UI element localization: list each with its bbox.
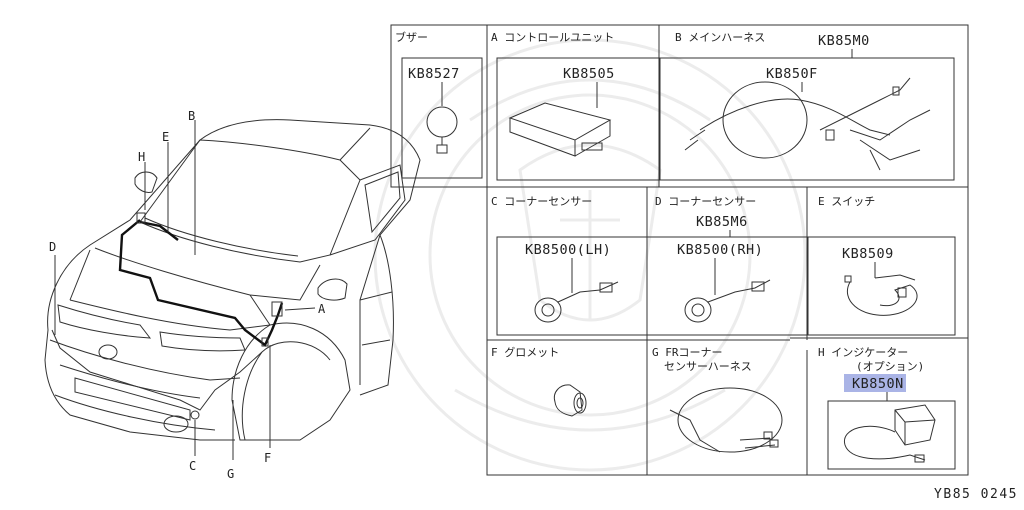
indicator-part-highlight xyxy=(844,374,906,392)
buzzer-part-number: KB8527 xyxy=(408,66,460,82)
car-label-g: G xyxy=(227,467,234,481)
indicator-title-1: H インジケーター xyxy=(818,346,908,359)
car-label-d: D xyxy=(49,240,56,254)
control-unit-frame xyxy=(496,57,660,181)
corner-sensor-d-title: D コーナーセンサー xyxy=(655,195,756,208)
panel-indicator: H インジケーター (オプション) KB850N xyxy=(818,346,956,470)
car-labels: B E H D A C G F xyxy=(49,109,326,481)
corner-sensor-d-part-number: KB8500(RH) xyxy=(677,242,763,258)
grommet-icon xyxy=(553,384,587,417)
fr-corner-harness-icon xyxy=(669,387,783,453)
car-illustration xyxy=(44,119,421,441)
fr-corner-harness-title-2: センサーハーネス xyxy=(664,360,752,373)
panel-corner-sensor-d: D コーナーセンサー KB85M6 KB8500(RH) xyxy=(646,195,808,336)
switch-frame xyxy=(807,236,956,336)
corner-sensor-c-icon xyxy=(534,281,619,323)
switch-icon xyxy=(844,274,918,316)
panel-fr-corner-harness: G FRコーナー センサーハーネス xyxy=(652,346,783,453)
panel-switch: E スイッチ KB8509 xyxy=(807,195,956,336)
panel-corner-sensor-c: C コーナーセンサー KB8500(LH) xyxy=(491,195,648,336)
diagram-code: YB85 0245 xyxy=(934,487,1018,502)
switch-title: E スイッチ xyxy=(818,195,875,208)
corner-sensor-c-title: C コーナーセンサー xyxy=(491,195,592,208)
main-harness-part-top: KB85M0 xyxy=(818,33,870,49)
car-label-c: C xyxy=(189,459,196,473)
control-unit-part-number: KB8505 xyxy=(563,66,615,82)
control-unit-icon xyxy=(508,102,612,157)
corner-sensor-d-frame xyxy=(646,236,808,336)
grommet-title: F グロメット xyxy=(491,345,559,359)
corner-sensor-c-part-number: KB8500(LH) xyxy=(525,242,611,258)
control-unit-title: A コントロールユニット xyxy=(491,31,614,44)
main-harness-frame xyxy=(659,57,955,181)
corner-sensor-d-icon xyxy=(684,279,771,323)
car-label-f: F xyxy=(264,451,271,465)
panel-main-harness: B メインハーネス KB85M0 KB850F xyxy=(659,31,955,181)
indicator-title-2: (オプション) xyxy=(856,360,924,373)
buzzer-frame xyxy=(401,57,483,179)
car-label-h: H xyxy=(138,150,145,164)
fr-corner-harness-title-1: G FRコーナー xyxy=(652,346,723,359)
car-leader-lines xyxy=(54,120,316,460)
car-label-e: E xyxy=(162,130,169,144)
panel-buzzer: ブザー KB8527 xyxy=(395,30,483,179)
panel-control-unit: A コントロールユニット KB8505 xyxy=(491,31,660,181)
main-harness-title: B メインハーネス xyxy=(675,31,765,44)
indicator-frame xyxy=(827,400,956,470)
panel-grommet: F グロメット xyxy=(491,345,587,417)
main-harness-icon xyxy=(684,77,931,171)
car-label-a: A xyxy=(318,302,326,316)
car-label-b: B xyxy=(188,109,195,123)
indicator-part-number: KB850N xyxy=(852,376,904,392)
main-harness-part-number: KB850F xyxy=(766,66,818,82)
buzzer-icon xyxy=(426,106,458,138)
corner-sensor-d-part-top: KB85M6 xyxy=(696,214,748,230)
indicator-icon xyxy=(844,404,936,463)
buzzer-title: ブザー xyxy=(395,30,428,44)
switch-part-number: KB8509 xyxy=(842,246,894,262)
